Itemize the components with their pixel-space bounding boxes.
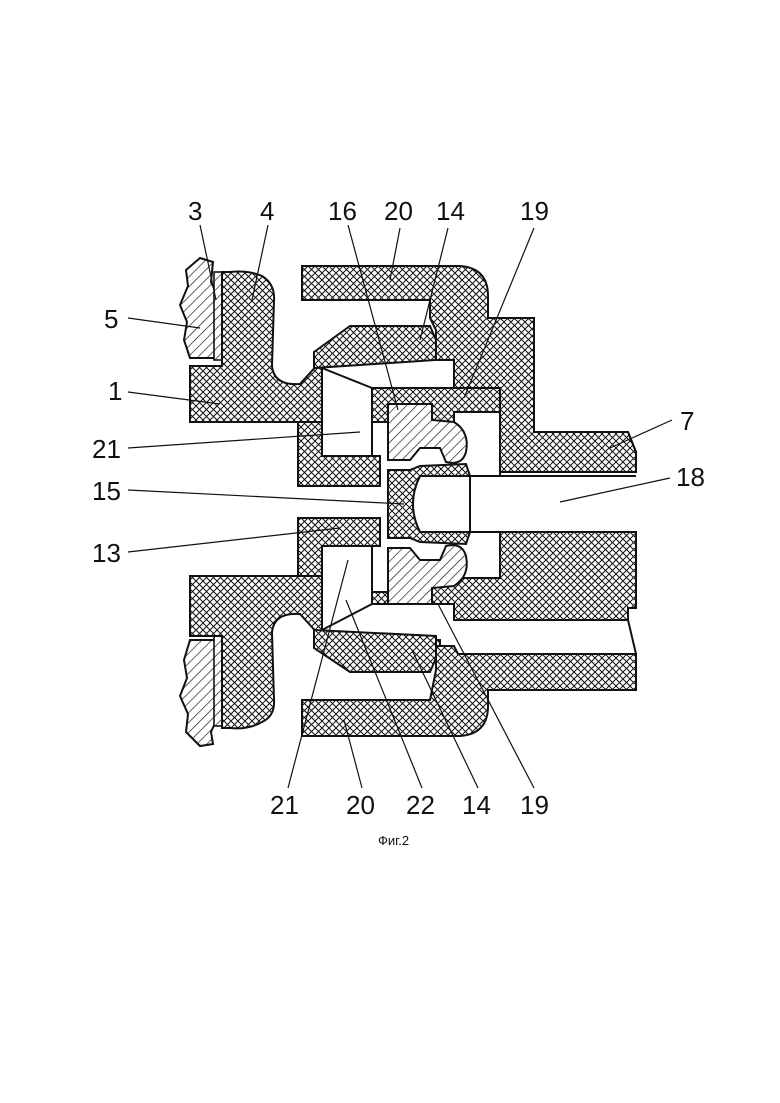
sleeve-part-13-lower: [298, 518, 380, 576]
leader-21l: [128, 432, 360, 448]
label-5: 5: [104, 304, 118, 334]
label-7: 7: [680, 406, 694, 436]
label-3: 3: [188, 196, 202, 226]
leader-15: [128, 490, 404, 504]
ring-part-14-upper: [314, 326, 436, 368]
label-15: 15: [92, 476, 121, 506]
leader-22: [346, 600, 422, 788]
label-4: 4: [260, 196, 274, 226]
valve-cone: [413, 476, 470, 532]
gasket-part-3-lower: [214, 636, 222, 726]
ring-part-14-lower: [314, 630, 436, 672]
label-19-top: 19: [520, 196, 549, 226]
label-21-bottom: 21: [270, 790, 299, 820]
label-21-left: 21: [92, 434, 121, 464]
label-20-bottom: 20: [346, 790, 375, 820]
sleeve-part-13: [298, 422, 380, 486]
label-13: 13: [92, 538, 121, 568]
gasket-part-3-upper: [214, 272, 222, 360]
leader-18: [560, 478, 670, 502]
figure-caption: Фиг.2: [378, 833, 409, 848]
label-19-bottom: 19: [520, 790, 549, 820]
label-14-top: 14: [436, 196, 465, 226]
label-22: 22: [406, 790, 435, 820]
label-14-bottom: 14: [462, 790, 491, 820]
label-16: 16: [328, 196, 357, 226]
cap-part-20-upper: [302, 266, 636, 472]
label-1: 1: [108, 376, 122, 406]
label-20-top: 20: [384, 196, 413, 226]
label-18: 18: [676, 462, 705, 492]
